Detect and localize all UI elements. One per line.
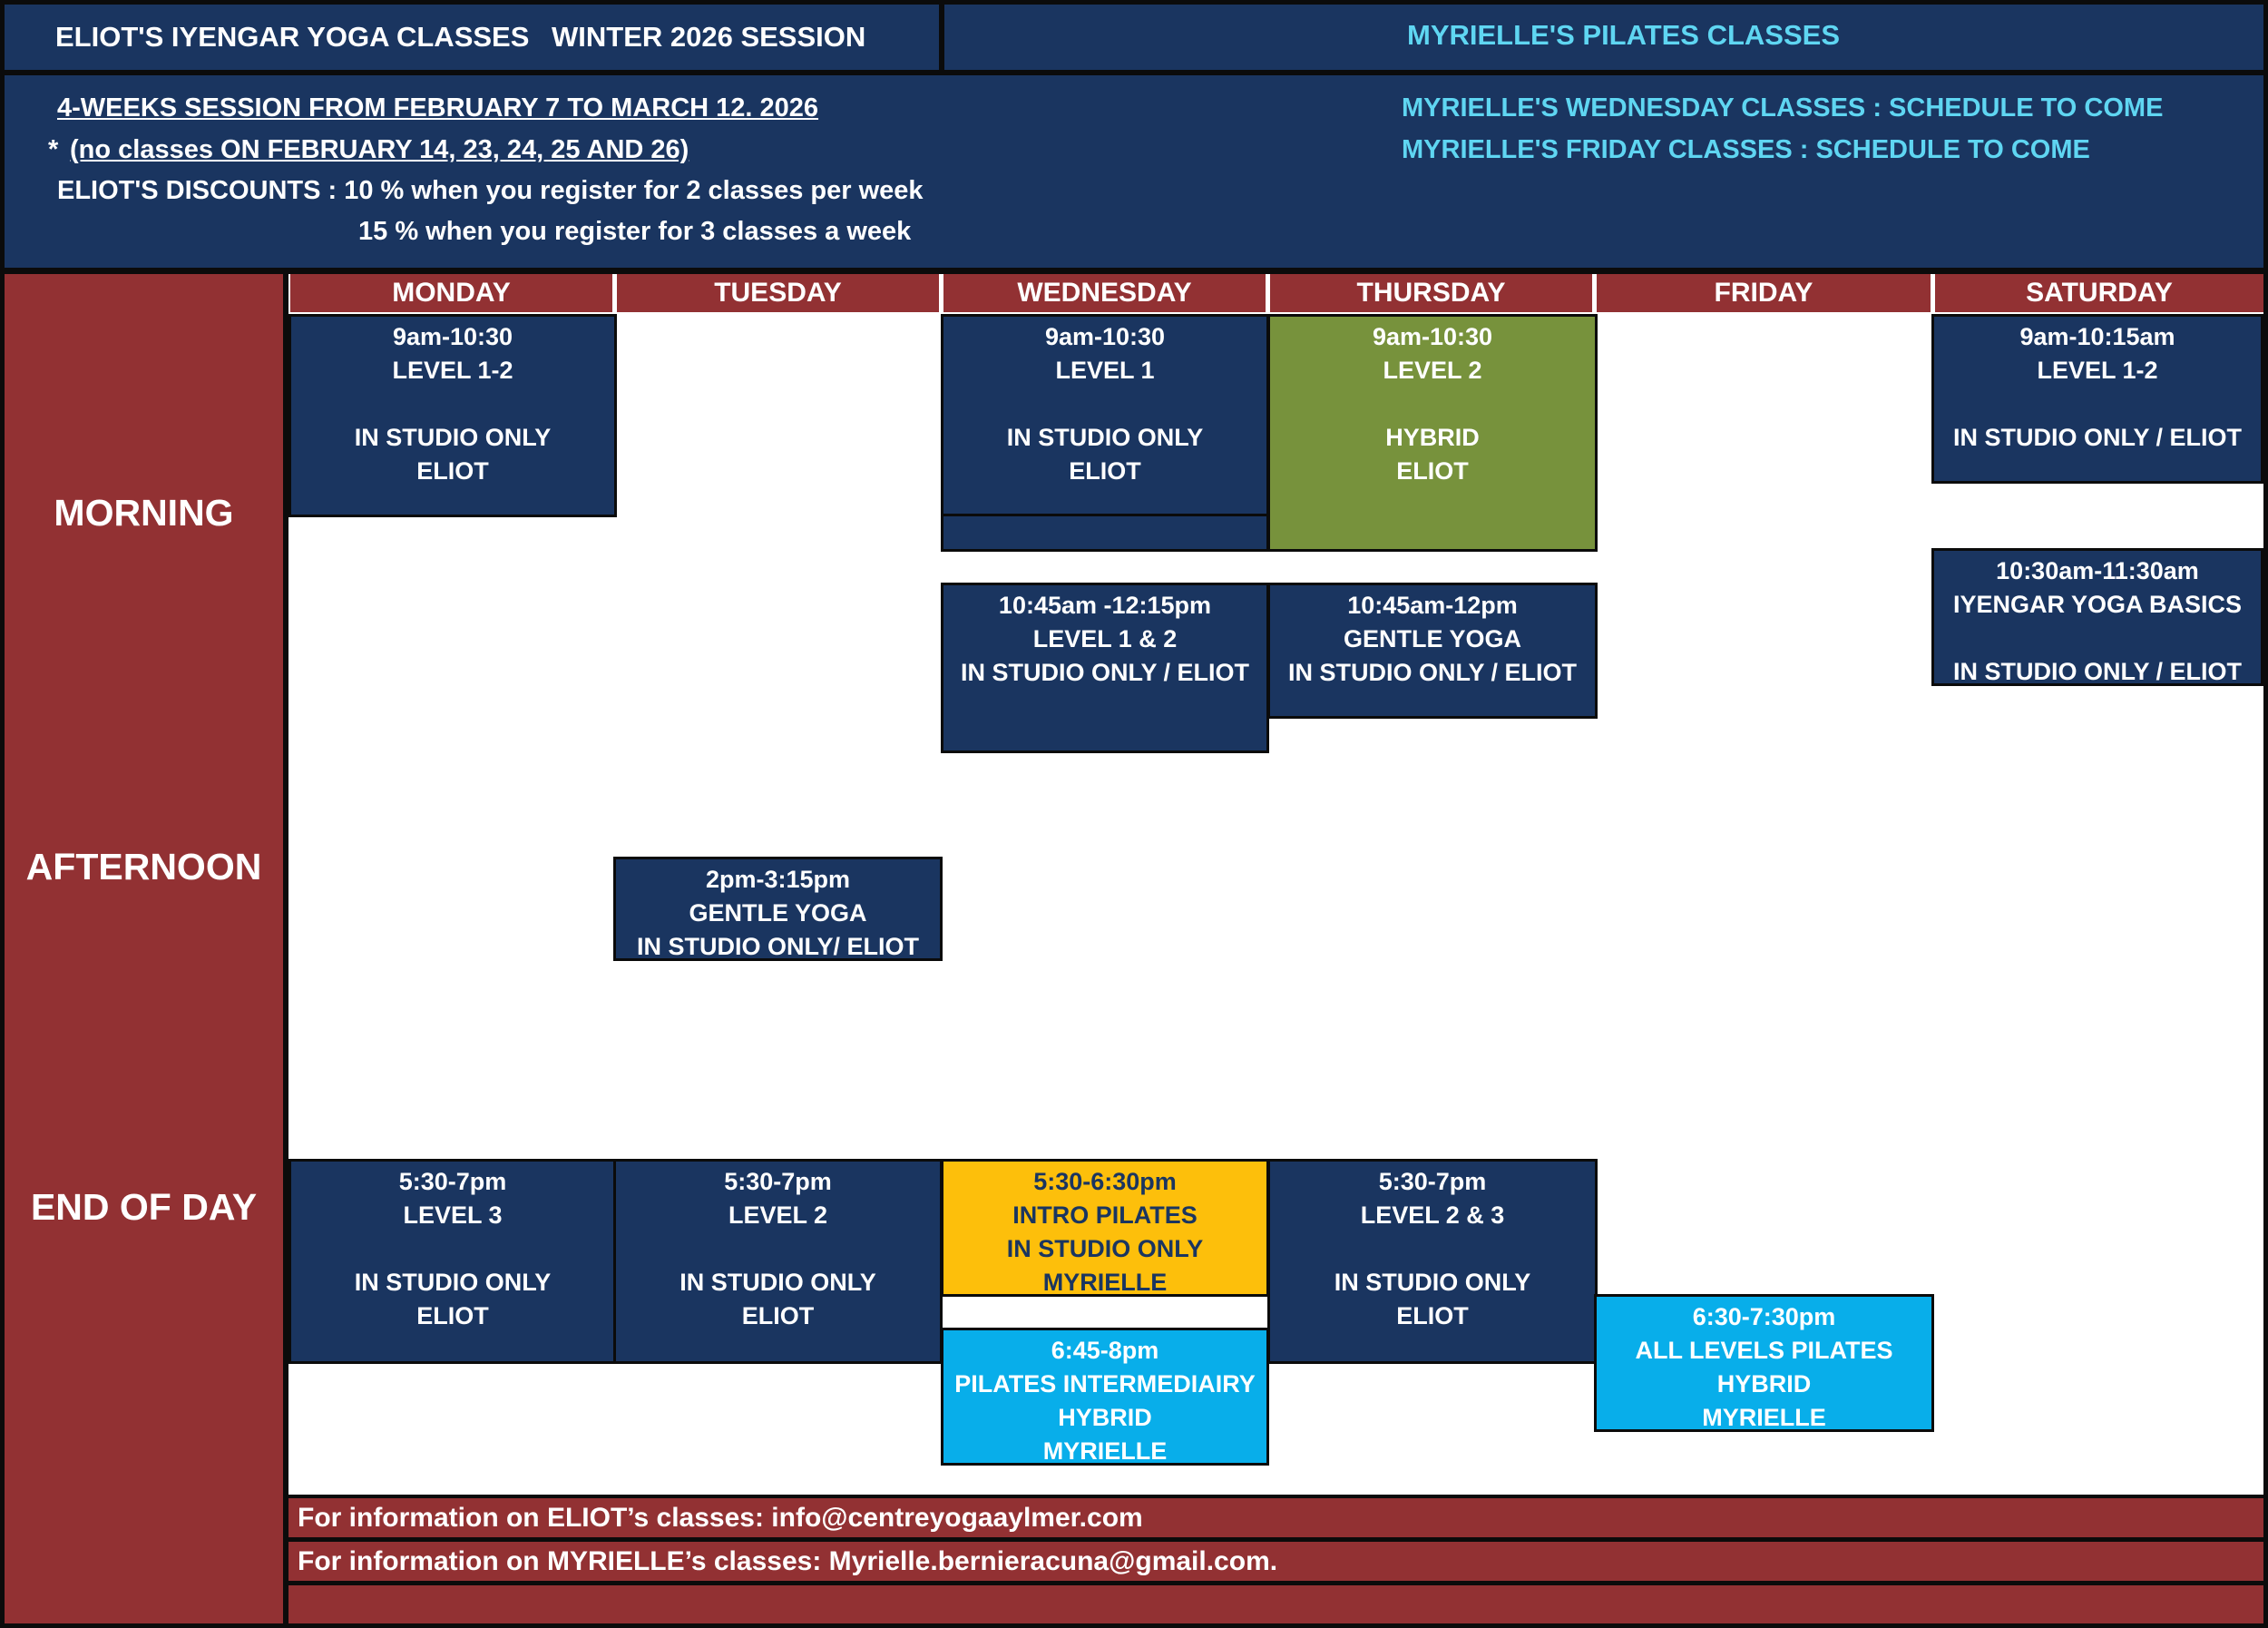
- class-wed-evening-pilates-intermediate[interactable]: 6:45-8pm PILATES INTERMEDIAIRY HYBRID MY…: [941, 1328, 1269, 1466]
- header-left: ELIOT'S IYENGAR YOGA CLASSES WINTER 2026…: [5, 5, 939, 70]
- day-thursday: THURSDAY: [1270, 274, 1592, 312]
- class-thu-evening[interactable]: 5:30-7pm LEVEL 2 & 3 IN STUDIO ONLY ELIO…: [1267, 1159, 1598, 1364]
- period-morning: MORNING: [54, 491, 234, 534]
- myrielle-title: MYRIELLE'S PILATES CLASSES: [1407, 19, 1841, 51]
- class-thu-late-morning[interactable]: 10:45am-12pm GENTLE YOGA IN STUDIO ONLY …: [1267, 583, 1598, 719]
- class-tue-evening[interactable]: 5:30-7pm LEVEL 2 IN STUDIO ONLY ELIOT: [613, 1159, 943, 1364]
- footer-blank-row: [288, 1585, 2263, 1623]
- class-sat-late-morning[interactable]: 10:30am-11:30am IYENGAR YOGA BASICS IN S…: [1931, 548, 2263, 686]
- wed-morning-divider: [941, 514, 1269, 516]
- day-saturday: SATURDAY: [1935, 274, 2263, 312]
- class-wed-late-morning[interactable]: 10:45am -12:15pm LEVEL 1 & 2 IN STUDIO O…: [941, 583, 1269, 753]
- day-wednesday: WEDNESDAY: [943, 274, 1266, 312]
- eliot-contact-text: For information on ELIOT’s classes: info…: [298, 1502, 1143, 1533]
- period-afternoon: AFTERNOON: [25, 845, 262, 888]
- wednesday-note: MYRIELLE'S WEDNESDAY CLASSES : SCHEDULE …: [1402, 93, 2164, 123]
- class-tue-afternoon[interactable]: 2pm-3:15pm GENTLE YOGA IN STUDIO ONLY/ E…: [613, 857, 943, 961]
- friday-note: MYRIELLE'S FRIDAY CLASSES : SCHEDULE TO …: [1402, 135, 2090, 164]
- class-mon-morning[interactable]: 9am-10:30 LEVEL 1-2 IN STUDIO ONLY ELIOT: [288, 314, 617, 517]
- day-monday: MONDAY: [290, 274, 612, 312]
- class-wed-evening-pilates-intro[interactable]: 5:30-6:30pm INTRO PILATES IN STUDIO ONLY…: [941, 1159, 1269, 1297]
- day-tuesday: TUESDAY: [617, 274, 939, 312]
- discount-line-2: 15 % when you register for 3 classes a w…: [358, 217, 912, 246]
- header-right: MYRIELLE'S PILATES CLASSES: [944, 5, 2263, 70]
- period-column: [5, 274, 283, 1623]
- period-end-of-day: END OF DAY: [30, 1185, 258, 1228]
- session-dates: 4-WEEKS SESSION FROM FEBRUARY 7 TO MARCH…: [57, 93, 819, 123]
- class-mon-evening[interactable]: 5:30-7pm LEVEL 3 IN STUDIO ONLY ELIOT: [288, 1159, 617, 1364]
- no-classes-dates: (no classes ON FEBRUARY 14, 23, 24, 25 A…: [70, 135, 689, 164]
- class-thu-morning[interactable]: 9am-10:30 LEVEL 2 HYBRID ELIOT: [1267, 314, 1598, 552]
- class-sat-morning[interactable]: 9am-10:15am LEVEL 1-2 IN STUDIO ONLY / E…: [1931, 314, 2263, 484]
- info-panel: 4-WEEKS SESSION FROM FEBRUARY 7 TO MARCH…: [5, 75, 2263, 268]
- myrielle-contact-text: For information on MYRIELLE’s classes: M…: [298, 1545, 1278, 1576]
- eliot-title: ELIOT'S IYENGAR YOGA CLASSES: [55, 21, 530, 53]
- day-friday: FRIDAY: [1597, 274, 1931, 312]
- footer-myrielle-contact: For information on MYRIELLE’s classes: M…: [288, 1542, 2263, 1581]
- discount-line-1: ELIOT'S DISCOUNTS : 10 % when you regist…: [57, 176, 924, 205]
- session-title: WINTER 2026 SESSION: [552, 21, 866, 53]
- footer-eliot-contact: For information on ELIOT’s classes: info…: [288, 1498, 2263, 1537]
- class-fri-evening-pilates[interactable]: 6:30-7:30pm ALL LEVELS PILATES HYBRID MY…: [1594, 1294, 1934, 1432]
- class-wed-morning[interactable]: 9am-10:30 LEVEL 1 IN STUDIO ONLY ELIOT: [941, 314, 1269, 552]
- no-classes-marker: *: [48, 135, 59, 164]
